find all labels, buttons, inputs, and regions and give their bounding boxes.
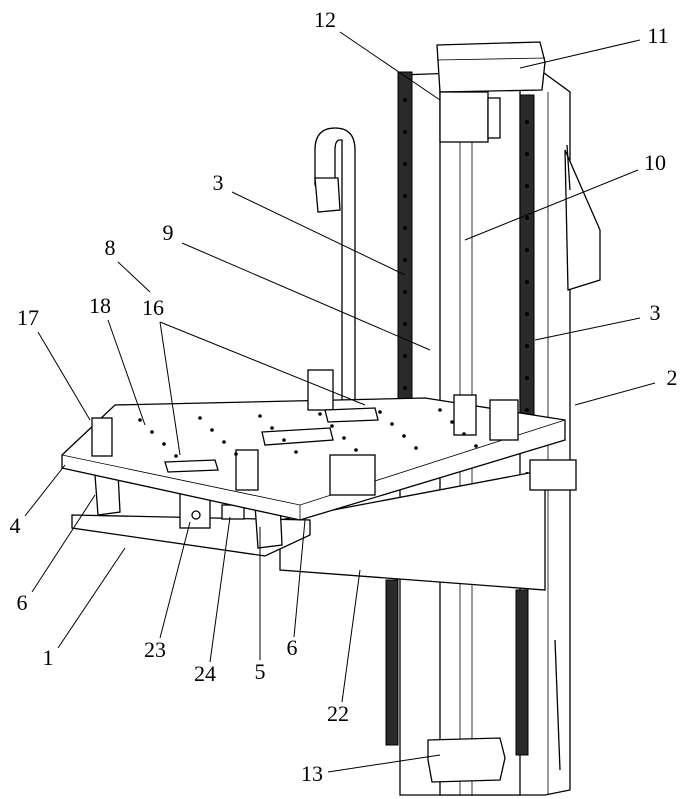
platform-hole <box>282 438 286 442</box>
leader-line <box>159 521 191 639</box>
leader-line <box>159 321 181 456</box>
right-guide-rail <box>519 94 535 416</box>
label-24: 24 <box>194 661 216 686</box>
leader-line <box>57 547 126 649</box>
rail-hole <box>403 290 407 294</box>
platform-hole <box>234 452 238 456</box>
platform-hole <box>402 434 406 438</box>
label-10: 10 <box>644 150 666 175</box>
positioning-block-17 <box>91 417 113 457</box>
rail-hole <box>525 248 529 252</box>
leader-line <box>534 317 641 341</box>
platform-hole <box>318 412 322 416</box>
leader-line <box>231 191 406 276</box>
platform-hole <box>354 448 358 452</box>
platform-hole <box>150 430 154 434</box>
upper-platform <box>61 369 566 521</box>
platform-hole <box>378 410 382 414</box>
rail-hole <box>525 280 529 284</box>
platform-hole <box>450 420 454 424</box>
platform-hole <box>222 440 226 444</box>
platform-hole <box>162 442 166 446</box>
leader-line <box>464 169 639 241</box>
platform-hole <box>474 444 478 448</box>
label-5: 5 <box>255 659 266 684</box>
rail-hole <box>403 386 407 390</box>
leader-line <box>117 261 151 293</box>
rail-hole <box>525 120 529 124</box>
rail-hole <box>403 226 407 230</box>
left-guide-rail-lower <box>385 579 399 746</box>
leader-line <box>31 494 96 593</box>
rail-hole <box>525 216 529 220</box>
label-8: 8 <box>105 235 116 260</box>
leader-line <box>574 382 656 406</box>
leader-line <box>37 331 91 421</box>
platform-hole <box>138 418 142 422</box>
leader-line <box>293 519 306 638</box>
platform-hole <box>390 422 394 426</box>
label-4: 4 <box>10 513 21 538</box>
platform-hole <box>174 454 178 458</box>
platform-hole <box>414 446 418 450</box>
rail-hole <box>403 322 407 326</box>
platform-hole <box>294 450 298 454</box>
lead-screw-seat-13 <box>427 737 506 783</box>
platform-hole <box>438 408 442 412</box>
platform-hole <box>258 414 262 418</box>
right-guide-rail-lower <box>515 589 529 756</box>
label-3-right: 3 <box>650 300 661 325</box>
leader-line <box>181 242 431 351</box>
rail-hole <box>525 312 529 316</box>
rail-hole <box>403 354 407 358</box>
support-bracket-22 <box>279 459 577 591</box>
rail-hole <box>525 152 529 156</box>
coupling-12 <box>439 91 489 143</box>
leader-line <box>107 319 146 426</box>
platform-hole <box>462 432 466 436</box>
motor-11 <box>436 41 546 93</box>
label-22: 22 <box>327 701 349 726</box>
cable-carrier <box>314 127 356 430</box>
label-9: 9 <box>163 220 174 245</box>
rail-hole <box>525 408 529 412</box>
label-1: 1 <box>43 645 54 670</box>
leader-line <box>339 31 441 101</box>
rail-hole <box>403 162 407 166</box>
rail-hole <box>403 98 407 102</box>
label-6-left: 6 <box>17 590 28 615</box>
rail-hole <box>403 130 407 134</box>
platform-hole <box>330 424 334 428</box>
rail-hole <box>525 376 529 380</box>
rail-hole <box>525 344 529 348</box>
platform-hole <box>198 416 202 420</box>
platform-hole <box>210 428 214 432</box>
label-11: 11 <box>647 23 668 48</box>
label-6-right: 6 <box>287 635 298 660</box>
rail-hole <box>403 258 407 262</box>
label-3-upper: 3 <box>213 170 224 195</box>
label-17: 17 <box>17 305 39 330</box>
label-23: 23 <box>144 637 166 662</box>
platform-hole <box>270 426 274 430</box>
platform-hole <box>342 436 346 440</box>
leader-line <box>159 321 366 406</box>
label-16: 16 <box>142 295 164 320</box>
leader-line <box>209 516 231 663</box>
rail-hole <box>403 194 407 198</box>
label-13: 13 <box>301 761 323 786</box>
label-18: 18 <box>89 293 111 318</box>
label-12: 12 <box>314 7 336 32</box>
leader-line <box>519 39 641 69</box>
leader-line <box>341 569 361 703</box>
leader-line <box>24 464 66 517</box>
leader-line <box>327 754 441 773</box>
clamp-16-left <box>164 459 219 473</box>
clamp-16-right <box>324 407 379 423</box>
label-2: 2 <box>667 365 678 390</box>
reference-numerals: 12 11 10 3 9 8 16 18 17 3 2 4 6 1 23 24 … <box>10 7 678 786</box>
rail-hole <box>525 184 529 188</box>
leader-lines <box>24 31 656 773</box>
